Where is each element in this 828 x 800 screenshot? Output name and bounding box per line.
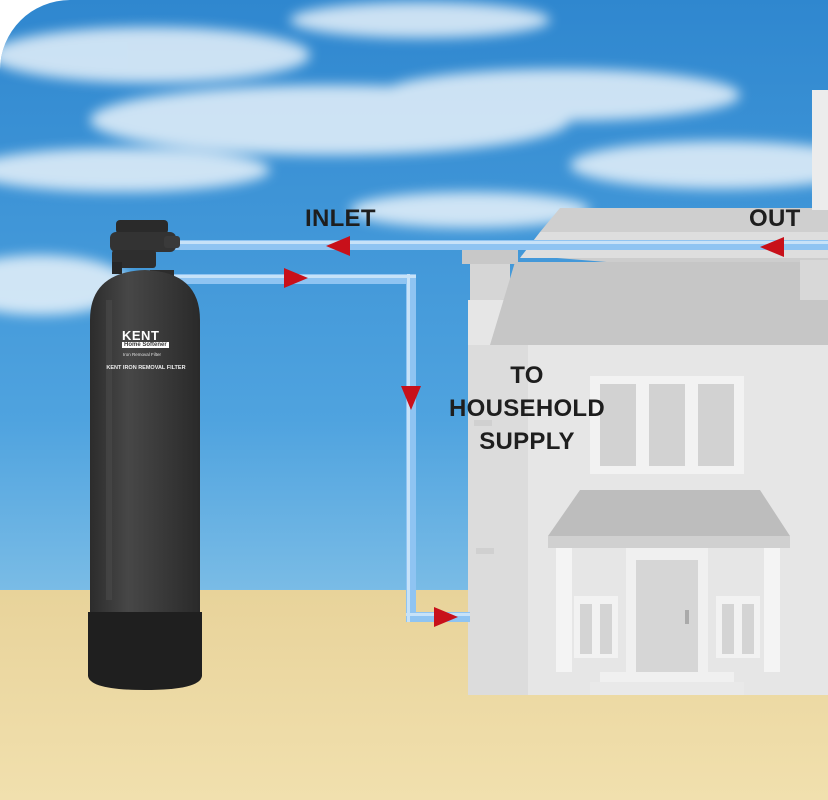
tank-product-name: KENT IRON REMOVAL FILTER bbox=[106, 365, 186, 371]
tank-subtitle: Home Softener bbox=[122, 342, 169, 348]
out-label: OUT bbox=[749, 205, 801, 232]
inlet-pipe bbox=[150, 240, 828, 250]
tank-subtitle-2: Iron Removal Filter bbox=[123, 352, 162, 357]
clouds bbox=[0, 2, 828, 315]
household-label-line1: TO HOUSEHOLD bbox=[448, 362, 606, 422]
iron-removal-filter-tank bbox=[88, 220, 202, 690]
arrow-left-out bbox=[760, 237, 784, 257]
arrow-down-supply bbox=[401, 386, 421, 410]
tank-brand-logo: KENT bbox=[122, 328, 160, 343]
arrow-left-inlet bbox=[326, 236, 350, 256]
inlet-label: INLET bbox=[305, 205, 376, 232]
house bbox=[462, 90, 828, 695]
outlet-pipe-vertical bbox=[406, 274, 416, 622]
arrow-right-household bbox=[434, 607, 458, 627]
household-label-line2: SUPPLY bbox=[479, 428, 575, 455]
arrow-right-outlet bbox=[284, 268, 308, 288]
flow-arrows bbox=[284, 236, 784, 627]
household-supply-label: TO HOUSEHOLD SUPPLY bbox=[430, 359, 624, 458]
